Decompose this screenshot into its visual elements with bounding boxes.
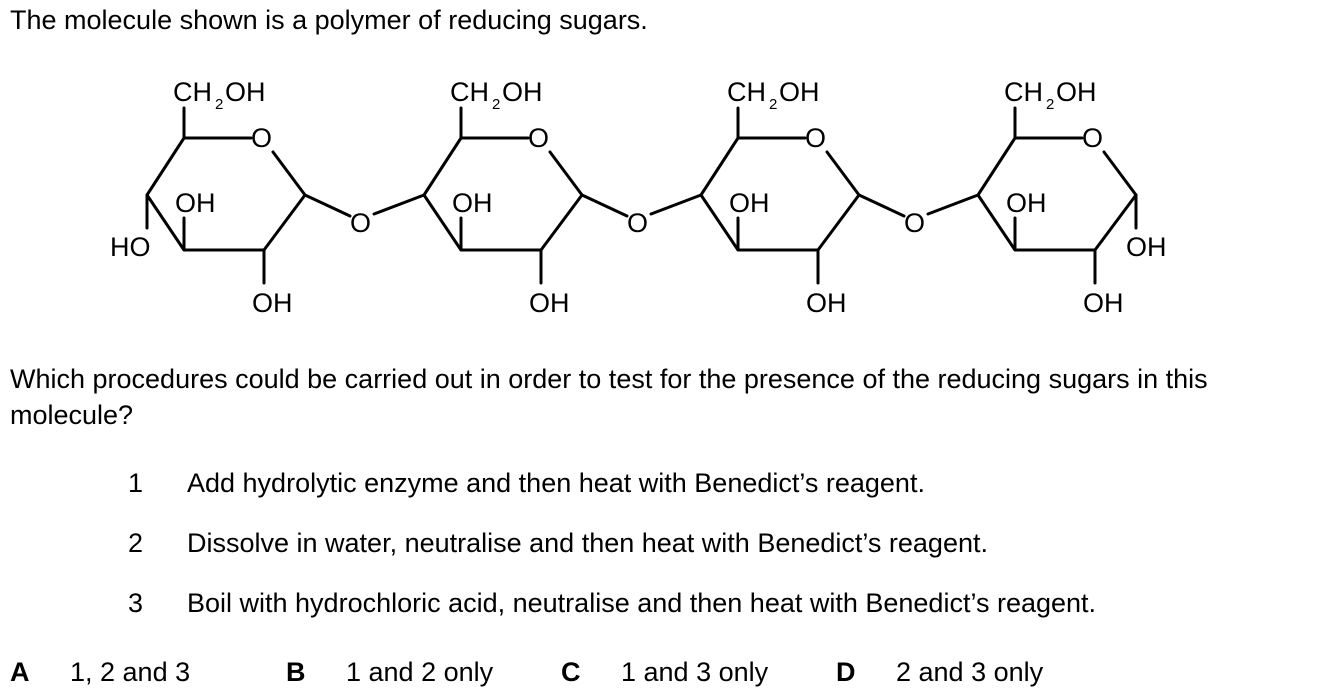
ch2oh-label-3: CH: [727, 77, 766, 107]
glycosidic-oxygen-1: O: [350, 208, 371, 238]
ring-c4-c3-bond-2: [422, 194, 463, 251]
ring-oxygen-4: O: [1082, 123, 1103, 153]
ring-c2-c1-bond-1: [262, 193, 307, 252]
statement-text-1: Add hydrolytic enzyme and then heat with…: [187, 468, 925, 498]
c2-hydroxyl-4: OH: [1083, 288, 1124, 318]
intro-text: The molecule shown is a polymer of reduc…: [10, 5, 648, 35]
option-b-text[interactable]: 1 and 2 only: [346, 657, 494, 687]
option-c-text[interactable]: 1 and 3 only: [621, 657, 769, 687]
statement-text-2: Dissolve in water, neutralise and then h…: [187, 528, 988, 558]
ch2oh-subscript-4: 2: [1046, 96, 1054, 113]
ch2oh-label-2: CH: [450, 77, 489, 107]
ring-c5-c4-bond-4: [976, 136, 1017, 197]
c2-hydroxyl-2: OH: [529, 288, 570, 318]
ring-oxygen-1: O: [251, 123, 272, 153]
ring-c4-c3-bond-3: [699, 194, 740, 251]
statement-number-3: 3: [128, 588, 144, 618]
glycosidic-oxygen-3: O: [904, 208, 925, 238]
ring-c5-c4-bond-2: [422, 136, 463, 197]
c3-hydroxyl-3: OH: [729, 188, 770, 218]
ch2oh-oh-1: OH: [225, 77, 266, 107]
ring-c5-c4-bond-3: [699, 136, 740, 197]
ring-o-c1-bond-4: [1102, 150, 1138, 197]
c2-hydroxyl-1: OH: [252, 288, 293, 318]
glycosidic-bond-right-3: [926, 193, 980, 216]
option-c-letter[interactable]: C: [561, 657, 581, 687]
option-d-text[interactable]: 2 and 3 only: [896, 657, 1044, 687]
glycosidic-bond-left-3: [857, 193, 906, 218]
option-b-letter[interactable]: B: [286, 657, 306, 687]
c2-hydroxyl-3: OH: [806, 288, 847, 318]
ring-o-c1-bond-1: [271, 150, 307, 197]
ch2oh-oh-4: OH: [1056, 77, 1097, 107]
statement-number-2: 2: [128, 528, 144, 558]
ring-c5-c4-bond-1: [145, 136, 186, 197]
ring-c2-c1-bond-4: [1093, 193, 1138, 252]
ch2oh-oh-3: OH: [779, 77, 820, 107]
ring-o-c1-bond-2: [548, 150, 584, 197]
ch2oh-subscript-2: 2: [492, 96, 500, 113]
option-a-text[interactable]: 1, 2 and 3: [70, 657, 191, 687]
glycosidic-bond-left-2: [580, 193, 629, 218]
c3-hydroxyl-1: OH: [175, 188, 216, 218]
ring-c4-c3-bond-1: [145, 194, 186, 251]
option-a-letter[interactable]: A: [10, 657, 30, 687]
c3-hydroxyl-4: OH: [1006, 188, 1047, 218]
statement-text-3: Boil with hydrochloric acid, neutralise …: [187, 588, 1097, 618]
ch2oh-label-1: CH: [173, 77, 212, 107]
ring-c4-c3-bond-4: [976, 194, 1017, 251]
ch2oh-subscript-1: 2: [215, 96, 223, 113]
question-text: Which procedures could be carried out in…: [10, 364, 1208, 430]
glycosidic-bond-right-1: [372, 193, 426, 216]
ring-o-c1-bond-3: [825, 150, 861, 197]
c1-hydroxyl-reducing-end: OH: [1126, 232, 1167, 262]
ring-oxygen-2: O: [528, 123, 549, 153]
glycosidic-bond-left-1: [303, 193, 352, 218]
ch2oh-oh-2: OH: [502, 77, 543, 107]
glycosidic-oxygen-2: O: [627, 208, 648, 238]
ring-oxygen-3: O: [805, 123, 826, 153]
option-d-letter[interactable]: D: [836, 657, 856, 687]
c4-hydroxyl-first-ring: HO: [110, 232, 151, 262]
ring-c2-c1-bond-3: [816, 193, 861, 252]
ring-c2-c1-bond-2: [539, 193, 584, 252]
statement-number-1: 1: [128, 468, 144, 498]
ch2oh-label-4: CH: [1004, 77, 1043, 107]
c3-hydroxyl-2: OH: [452, 188, 493, 218]
ch2oh-subscript-3: 2: [769, 96, 777, 113]
glycosidic-bond-right-2: [649, 193, 703, 216]
